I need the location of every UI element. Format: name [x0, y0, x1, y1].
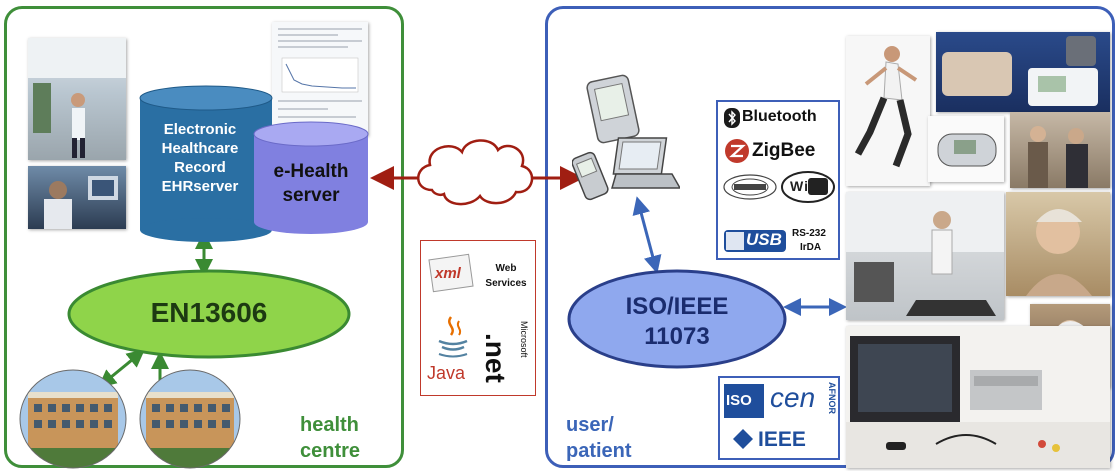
- hospital-corridor-photo: [28, 38, 126, 160]
- treadmill-photo: [846, 192, 1004, 320]
- bluetooth-icon: [724, 108, 740, 128]
- blood-pressure-photo: [936, 32, 1110, 112]
- java-label: Java: [427, 363, 466, 383]
- ehealth-server-database: [253, 121, 369, 234]
- rs232-label: RS-232: [792, 228, 826, 239]
- ehr-chart-screenshot: [272, 22, 368, 136]
- home-monitoring-equipment-photo: [846, 326, 1110, 468]
- technology-box: xml Web Services Java .net Microsoft: [420, 240, 536, 396]
- afnor-logo-label: AFNOR: [827, 382, 837, 414]
- arrow-devices-iso: [632, 196, 662, 274]
- iso-logo-icon: [724, 384, 764, 418]
- usb-logo-icon: [724, 230, 786, 252]
- usb-label: USB: [746, 230, 782, 249]
- mobile-devices-icon: [572, 74, 680, 201]
- protocols-box: Bluetooth ZigBee WiFi USB RS-232 IrDA: [716, 100, 840, 260]
- wifi-logo-icon: [781, 171, 835, 203]
- user-patient-panel: [545, 6, 1115, 468]
- user-patient-label: user/ patient: [566, 414, 632, 462]
- zigbee-label: ZigBee: [752, 140, 816, 161]
- cen-logo-label: cen: [770, 382, 816, 413]
- arrow-en13606-hospital-left: [98, 349, 145, 388]
- ieee-diamond-icon: [733, 429, 753, 449]
- cloud-icon: [417, 139, 534, 206]
- wifi-label: WiFi: [790, 178, 824, 194]
- iso-logo-label: ISO: [726, 392, 752, 409]
- java-cup-icon: [438, 316, 468, 358]
- ehr-database: [139, 85, 273, 242]
- iso-ieee-11073-label: ISO/IEEE 11073: [625, 293, 729, 350]
- smiling-elderly-woman-photo: [1006, 192, 1110, 296]
- xml-icon: [428, 253, 474, 293]
- doctor-at-computer-photo: [28, 166, 126, 229]
- en13606-label: EN13606: [150, 297, 268, 328]
- xml-label: xml: [435, 265, 461, 282]
- dotnet-label: .net: [480, 333, 511, 383]
- runner-photo: [846, 36, 930, 186]
- web-services-label: Web Services: [485, 263, 527, 289]
- microsoft-label: Microsoft: [519, 321, 529, 358]
- ehealth-server-label: e-Health server: [273, 161, 349, 206]
- hospital-building-right: [139, 369, 241, 469]
- health-centre-label: health centre: [300, 414, 361, 462]
- standards-bodies-box: ISO cen AFNOR IEEE: [718, 376, 840, 460]
- elderly-couple-photo: [1010, 112, 1110, 188]
- hospital-building-left: [19, 369, 127, 469]
- ieee-logo-label: IEEE: [758, 428, 806, 451]
- ehr-database-label: Electronic Healthcare Record EHRserver: [161, 121, 239, 195]
- en13606-ellipse: [67, 269, 351, 359]
- zigbee-icon: [725, 139, 749, 163]
- glucose-meter-photo: [928, 116, 1004, 182]
- iso-ieee-11073-ellipse: [567, 269, 787, 369]
- bluetooth-label: Bluetooth: [742, 108, 817, 125]
- irda-label: IrDA: [800, 242, 822, 253]
- wireless-usb-icon: [723, 174, 777, 200]
